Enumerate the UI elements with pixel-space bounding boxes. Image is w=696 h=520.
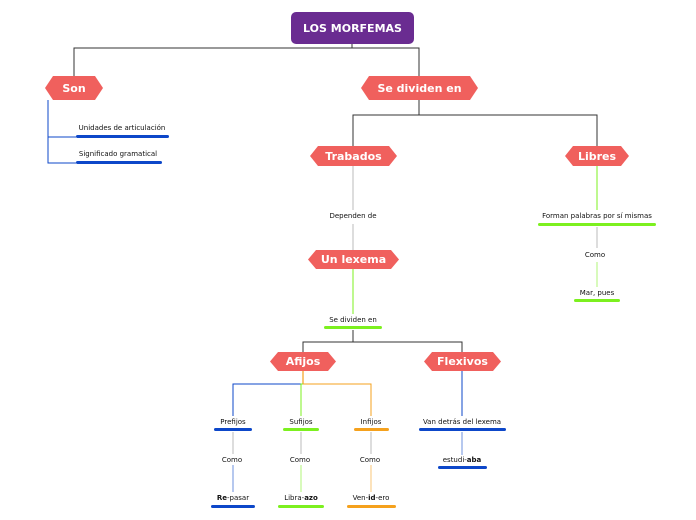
infijos-underline xyxy=(354,428,389,431)
sufijos-ejemplo-underline xyxy=(278,505,324,508)
se-dividen-en-node[interactable]: Se dividen en xyxy=(361,76,478,100)
prefijos-text: Prefijos xyxy=(220,418,246,426)
flexivos-desc-text: Van detrás del lexema xyxy=(422,418,502,426)
flexivos-desc-underline xyxy=(419,428,506,431)
libres-desc-text: Forman palabras por sí mismas xyxy=(542,212,652,220)
flexivos-ejemplo-underline xyxy=(438,466,487,469)
infijos-ejemplo-text: Ven-id-ero xyxy=(352,494,390,502)
libres-ejemplo-text: Mar, pues xyxy=(579,289,615,297)
prefijos-underline xyxy=(214,428,252,431)
sufijos-text: Sufijos xyxy=(289,418,313,426)
infijos-ejemplo-underline xyxy=(347,505,396,508)
libres-como-text: Como xyxy=(584,251,606,259)
sufijos-underline xyxy=(283,428,319,431)
infijos-text: Infijos xyxy=(360,418,382,426)
prefijos-ejemplo-underline xyxy=(211,505,255,508)
sufijos-ejemplo-text: Libra-azo xyxy=(284,494,318,502)
trabados-node[interactable]: Trabados xyxy=(310,146,397,166)
libres-node[interactable]: Libres xyxy=(565,146,629,166)
afijos-node[interactable]: Afijos xyxy=(270,352,336,371)
trabados-se-dividen-underline xyxy=(324,326,382,329)
un-lexema-node[interactable]: Un lexema xyxy=(308,250,399,269)
son-item-unidades: Unidades de articulación xyxy=(78,124,166,132)
son-item-unidades-underline xyxy=(76,135,169,138)
trabados-se-dividen-text: Se dividen en xyxy=(329,316,377,324)
son-item-significado: Significado gramatical xyxy=(78,150,158,158)
root-node[interactable]: LOS MORFEMAS xyxy=(291,12,414,44)
prefijos-como-text: Como xyxy=(221,456,243,464)
son-item-significado-underline xyxy=(76,161,162,164)
prefijos-ejemplo-text: Re-pasar xyxy=(216,494,250,502)
libres-desc-underline xyxy=(538,223,656,226)
libres-ejemplo-underline xyxy=(574,299,620,302)
sufijos-como-text: Como xyxy=(289,456,311,464)
infijos-como-text: Como xyxy=(359,456,381,464)
dependen-de-text: Dependen de xyxy=(329,212,377,220)
son-node[interactable]: Son xyxy=(45,76,103,100)
flexivos-node[interactable]: Flexivos xyxy=(424,352,501,371)
flexivos-ejemplo-text: estudi-aba xyxy=(442,456,482,464)
